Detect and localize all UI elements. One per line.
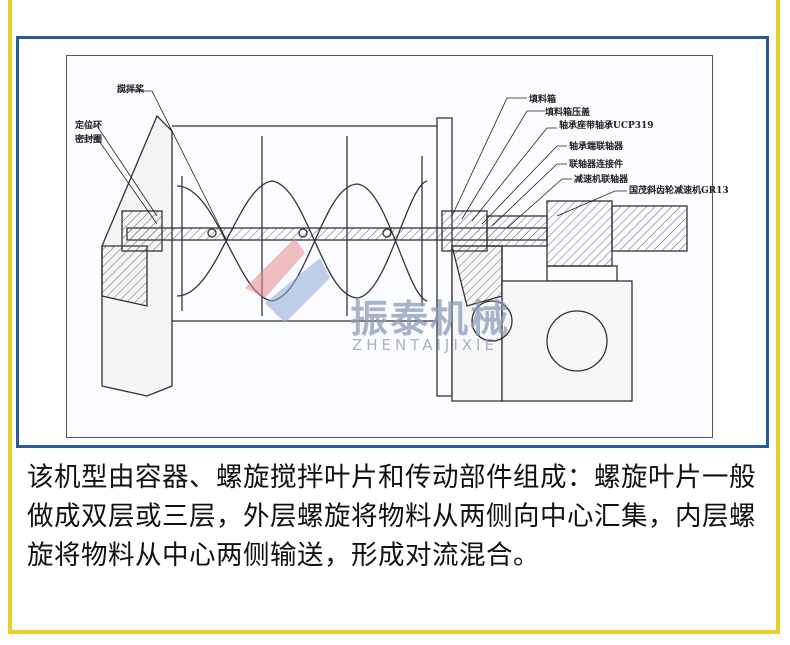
mixer-schematic bbox=[80, 90, 688, 402]
right-end-plate bbox=[436, 117, 453, 397]
stand-hole bbox=[471, 300, 513, 342]
left-support bbox=[101, 245, 148, 307]
outer-spiral-blade bbox=[176, 183, 428, 302]
leader-line bbox=[471, 127, 557, 222]
stand-hole bbox=[546, 310, 608, 372]
mixer-drawing: 搅拌桨 定位环 密封圈 填料箱 填料箱压盖 轴承座带轴承UCP319 轴承端联轴… bbox=[66, 55, 729, 438]
label-bearing-seat: 轴承座带轴承UCP319 bbox=[559, 121, 654, 131]
watermark-en: ZHENTAIJIXIE bbox=[352, 336, 498, 354]
leader-line bbox=[80, 125, 158, 217]
watermark-logo-icon bbox=[245, 238, 330, 323]
label-seal-ring: 密封圈 bbox=[75, 135, 103, 145]
right-bearing bbox=[441, 210, 488, 252]
coupling bbox=[486, 215, 548, 247]
motor bbox=[611, 205, 688, 252]
base-stand bbox=[501, 280, 633, 402]
label-packing-box: 填料箱 bbox=[529, 95, 557, 105]
label-reducer: 国茂斜齿轮减速机GR13 bbox=[629, 186, 729, 196]
shaft-pin bbox=[298, 228, 308, 238]
label-positioning-ring: 定位环 bbox=[75, 121, 103, 131]
inner-spiral-blade bbox=[176, 180, 428, 299]
description-text: 该机型由容器、螺旋搅拌叶片和传动部件组成：螺旋叶片一般做成双层或三层，外层螺旋将… bbox=[27, 462, 756, 571]
leader-line bbox=[506, 178, 572, 229]
shaft-pin bbox=[207, 228, 217, 238]
label-packing-gland: 填料箱压盖 bbox=[545, 108, 591, 118]
label-coupling-connector: 联轴器连接件 bbox=[569, 160, 624, 170]
label-agitator: 搅拌桨 bbox=[117, 85, 145, 95]
leader-line bbox=[556, 190, 627, 217]
leader-line bbox=[461, 110, 545, 220]
reducer-gearbox bbox=[546, 200, 613, 267]
reducer-mount bbox=[546, 265, 618, 282]
shaft-pin bbox=[382, 228, 392, 238]
leader-line bbox=[491, 163, 567, 227]
label-reducer-coupling: 减速机联轴器 bbox=[574, 175, 629, 185]
leader-line bbox=[481, 145, 567, 225]
left-bearing bbox=[121, 210, 163, 252]
outer-yellow-frame bbox=[8, 0, 780, 634]
watermark-cn: 振泰机械 bbox=[350, 297, 511, 341]
leader-line bbox=[451, 97, 527, 217]
diagram-frame bbox=[16, 36, 769, 448]
leader-line bbox=[80, 137, 158, 225]
leader-line bbox=[117, 90, 228, 242]
label-bearing-coupling: 轴承端联轴器 bbox=[569, 142, 624, 152]
